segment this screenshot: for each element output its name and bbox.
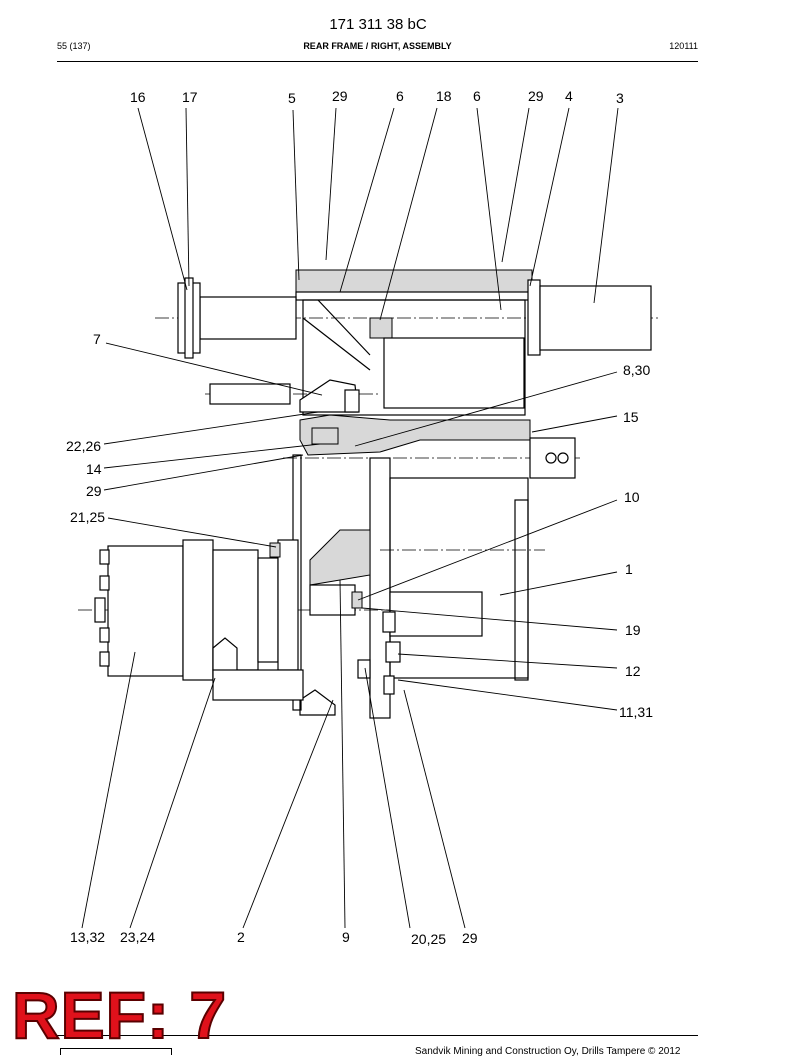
motor-fitting: [99, 627, 110, 643]
callout-18: 18: [436, 88, 452, 104]
upper-housing-body: [302, 299, 526, 416]
lug-hole: [545, 452, 557, 464]
callout-9: 9: [342, 929, 350, 945]
part-14: [311, 427, 339, 445]
callout-1: 1: [625, 561, 633, 577]
part-11: [383, 675, 395, 695]
motor-fitting: [94, 597, 106, 623]
callout-11-31: 11,31: [619, 704, 653, 720]
callout-13-32: 13,32: [70, 929, 106, 945]
callout-6: 6: [396, 88, 404, 104]
part-20: [357, 659, 371, 679]
callout-5: 5: [288, 90, 296, 106]
callout-29: 29: [462, 930, 478, 946]
motor-13: [107, 545, 184, 677]
footer-copyright: Sandvik Mining and Construction Oy, Dril…: [415, 1046, 681, 1057]
brace-line: [317, 299, 371, 356]
document-number: 171 311 38 bC: [329, 16, 427, 33]
arm-section: [309, 529, 371, 586]
pin-7: [209, 383, 291, 405]
callout-22-26: 22,26: [66, 438, 102, 454]
callout-3: 3: [616, 90, 624, 106]
motor-flange: [182, 539, 214, 681]
motor-ring: [257, 557, 279, 663]
callout-29: 29: [86, 483, 102, 499]
part-21-bolt: [269, 542, 281, 558]
frame-body: [389, 477, 529, 679]
inner-cavity: [383, 337, 525, 409]
footer-rule: [57, 1035, 698, 1036]
upper-flange: [295, 291, 533, 301]
callout-21-25: 21,25: [70, 509, 106, 525]
frame-right-wall: [514, 499, 529, 681]
lug-hole: [557, 452, 569, 464]
date-code: 120111: [669, 41, 698, 51]
callout-29: 29: [528, 88, 544, 104]
part-10-bolt: [351, 591, 363, 609]
part-9-block: [309, 584, 356, 616]
callout-29: 29: [332, 88, 348, 104]
header-rule: [57, 61, 698, 62]
page-title: REAR FRAME / RIGHT, ASSEMBLY: [303, 41, 452, 51]
mount-plate: [277, 539, 299, 671]
callout-19: 19: [625, 622, 641, 638]
callout-17: 17: [182, 89, 198, 105]
leader-lines: [81, 107, 619, 929]
shaft-left: [199, 296, 297, 340]
part-19: [382, 611, 396, 633]
page-header: 55 (137) REAR FRAME / RIGHT, ASSEMBLY 12…: [57, 41, 698, 55]
callout-20-25: 20,25: [411, 931, 447, 947]
callout-2: 2: [237, 929, 245, 945]
right-flange: [527, 279, 541, 356]
callout-12: 12: [625, 663, 641, 679]
motor-fitting: [99, 651, 110, 667]
motor-base: [212, 669, 304, 701]
lug-15: [529, 437, 576, 479]
callout-4: 4: [565, 88, 573, 104]
callout-15: 15: [623, 409, 639, 425]
bottom-bracket: [299, 689, 336, 716]
shaft-right: [539, 285, 652, 351]
callout-16: 16: [130, 89, 146, 105]
ref-stamp: REF: 7: [11, 978, 228, 1052]
callout-14: 14: [86, 461, 102, 477]
stamp-underbar: [60, 1048, 172, 1055]
motor-fitting: [99, 575, 110, 591]
callout-8-30: 8,30: [623, 362, 651, 378]
left-nut: [184, 277, 194, 359]
part-18-block: [369, 317, 393, 339]
motor-fitting: [99, 549, 110, 565]
page-number: 55 (137): [57, 41, 91, 51]
callout-6: 6: [473, 88, 481, 104]
callout-7: 7: [93, 331, 101, 347]
brace-line: [302, 317, 371, 371]
callout-23-24: 23,24: [120, 929, 156, 945]
part-12: [385, 641, 401, 663]
callout-10: 10: [624, 489, 640, 505]
pin-nut: [344, 389, 360, 413]
